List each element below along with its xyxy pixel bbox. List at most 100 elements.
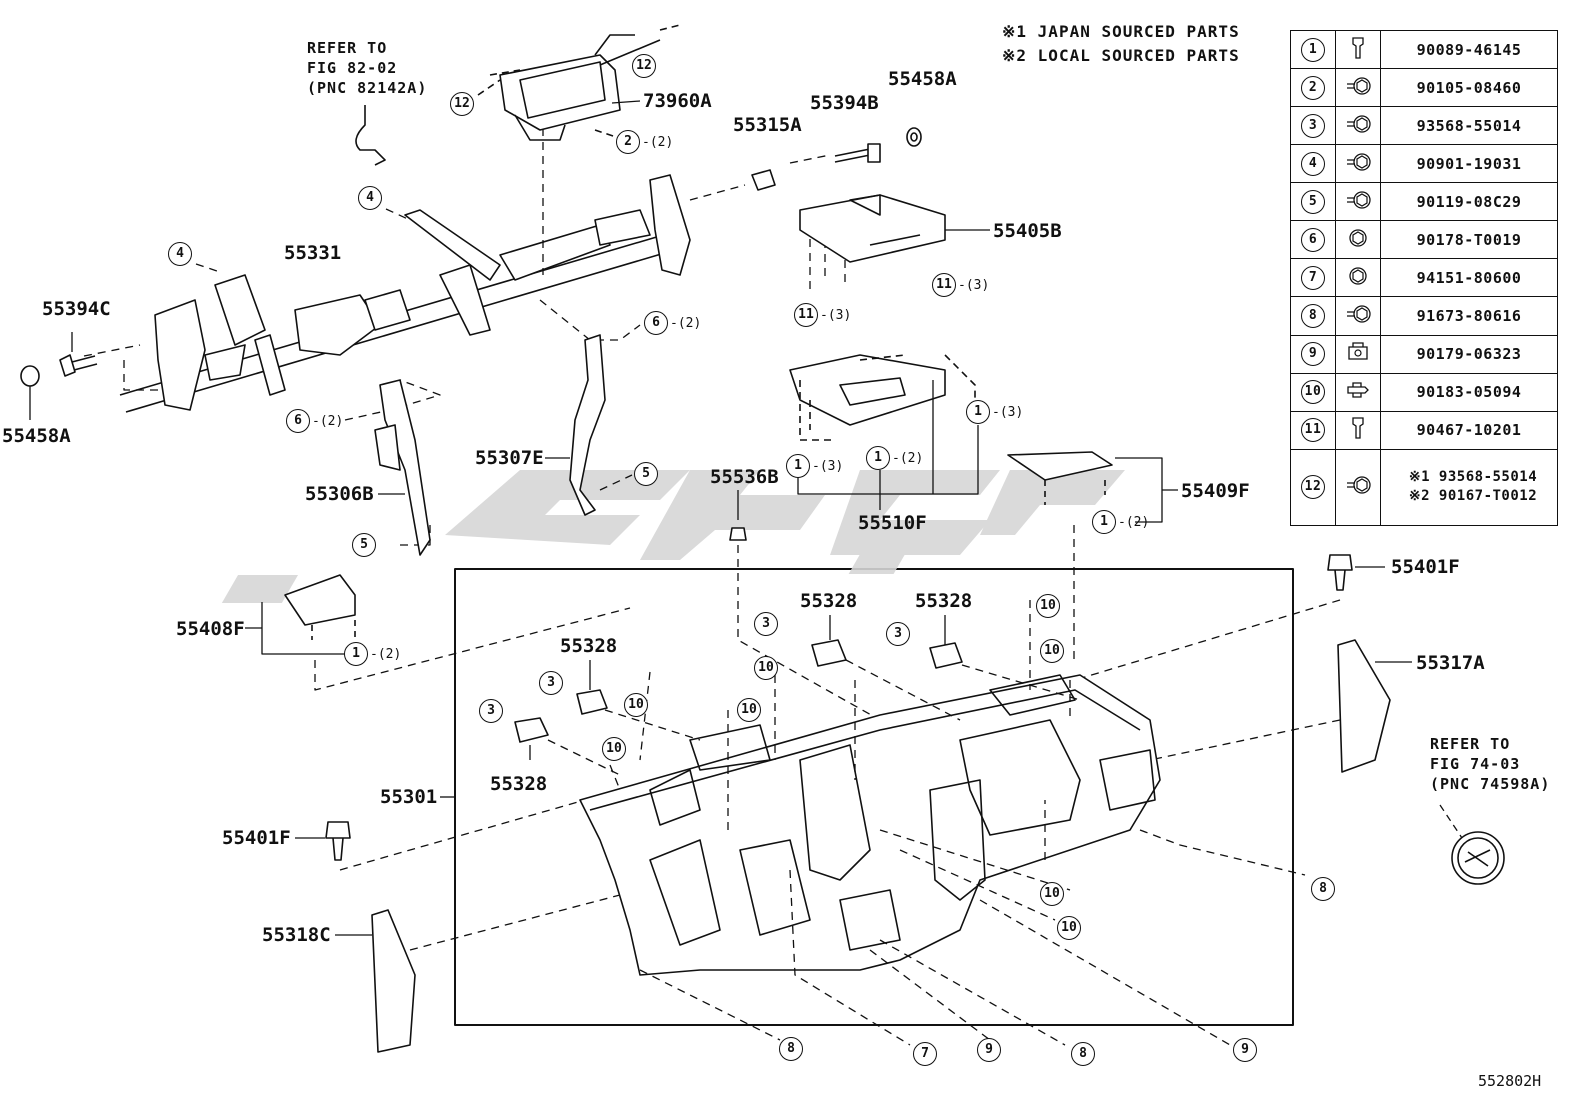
callout-11: 11-(3) [794,303,851,327]
callout-2: 2-(2) [616,130,673,154]
callout-number: 1 [866,446,890,470]
part-label-55458A-top: 55458A [888,68,957,90]
nut-icon [1335,258,1381,298]
part-label-55510F: 55510F [858,512,927,534]
legend-part-number-local: ※2 90167-T0012 [1408,488,1538,505]
note-japan-sourced: ※1 JAPAN SOURCED PARTS [1002,22,1240,41]
note-local-sourced: ※2 LOCAL SOURCED PARTS [1002,46,1240,65]
panel-55510F [789,354,976,441]
callout-number: 1 [1092,510,1116,534]
callout-11: 11-(3) [932,273,989,297]
callout-number: 5 [634,462,658,486]
refer-right-line1: REFER TO [1430,735,1511,753]
instrument-panel-55301 [579,674,1161,976]
legend-part-number: 90119-08C29 [1380,182,1558,222]
bolt-washer-icon [1335,182,1381,222]
callout-9: 9 [1233,1038,1257,1062]
legend-number: 3 [1290,106,1336,146]
callout-1: 1-(3) [786,454,843,478]
callout-number: 10 [602,737,626,761]
callout-number: 2 [616,130,640,154]
clip-55401F-left [325,821,351,861]
callout-number: 10 [754,656,778,680]
legend-number-circle: 1 [1301,37,1325,62]
callout-9: 9 [977,1038,1001,1062]
callout-number: 8 [1311,877,1335,901]
cover-55405B [799,194,946,263]
legend-number-circle: 10 [1301,380,1325,405]
callout-8: 8 [1071,1042,1095,1066]
clip-55536B [729,527,747,541]
callout-number: 12 [632,54,656,78]
legend-number: 4 [1290,144,1336,184]
refer-left-line2: FIG 82-02 [307,59,398,77]
legend-part-number: 94151-80600 [1380,258,1558,298]
part-label-55328-b: 55328 [560,635,618,657]
legend-row: 9 90179-06323 [1290,334,1558,374]
side-cover-55317A [1337,639,1391,773]
legend-number: 12 [1290,448,1336,527]
callout-4: 4 [358,186,382,210]
callout-number: 12 [450,92,474,116]
bolt-55394C [20,354,98,387]
callout-5: 5 [634,462,658,486]
clip-55328-c [811,639,847,667]
legend-number: 1 [1290,29,1336,70]
callout-number: 9 [977,1038,1001,1062]
clip-icon [1335,410,1381,450]
callout-1: 1-(2) [1092,510,1149,534]
legend-number-circle: 2 [1301,75,1325,100]
callout-quantity: -(2) [312,413,344,429]
callout-12: 12 [450,92,474,116]
legend-number: 8 [1290,296,1336,336]
legend-number: 2 [1290,68,1336,108]
part-label-55394B: 55394B [810,92,879,114]
part-label-55401F-right: 55401F [1391,556,1460,578]
part-label-55536B: 55536B [710,466,779,488]
part-label-55394C: 55394C [42,298,111,320]
legend-row: 12※1 93568-55014※2 90167-T0012 [1290,448,1558,527]
callout-quantity: -(3) [992,404,1024,420]
legend-number-circle: 8 [1301,303,1325,328]
legend-number-circle: 4 [1301,151,1325,176]
part-label-55317A: 55317A [1416,652,1485,674]
refer-right-line3: (PNC 74598A) [1430,775,1551,793]
callout-number: 3 [886,622,910,646]
callout-6: 6-(2) [286,409,343,433]
callout-quantity: -(2) [642,134,674,150]
callout-number: 5 [352,533,376,557]
legend-part-number: 90178-T0019 [1380,220,1558,260]
callout-10: 10 [1040,882,1064,906]
steering-support-beam [119,174,691,413]
bolt-washer-icon [1335,144,1381,184]
callout-number: 4 [168,242,192,266]
legend-number: 9 [1290,334,1336,374]
callout-7: 7 [913,1042,937,1066]
callout-number: 8 [779,1037,803,1061]
callout-number: 10 [1040,882,1064,906]
part-label-55409F: 55409F [1181,480,1250,502]
callout-3: 3 [539,671,563,695]
callout-quantity: -(2) [670,315,702,331]
callout-number: 10 [624,693,648,717]
legend-part-number: 90901-19031 [1380,144,1558,184]
callout-number: 10 [1057,916,1081,940]
callout-quantity: -(3) [820,307,852,323]
legend-part-number: 90179-06323 [1380,334,1558,374]
legend-number: 10 [1290,372,1336,412]
callout-3: 3 [754,612,778,636]
callout-quantity: -(3) [812,458,844,474]
bolt-washer-icon [1335,296,1381,336]
brace-55306B [374,379,431,556]
figure-number: 552802H [1478,1072,1542,1090]
part-label-55328-d: 55328 [915,590,973,612]
callout-number: 10 [1036,594,1060,618]
brace-55307E [569,334,606,516]
callout-quantity: -(2) [892,450,924,466]
